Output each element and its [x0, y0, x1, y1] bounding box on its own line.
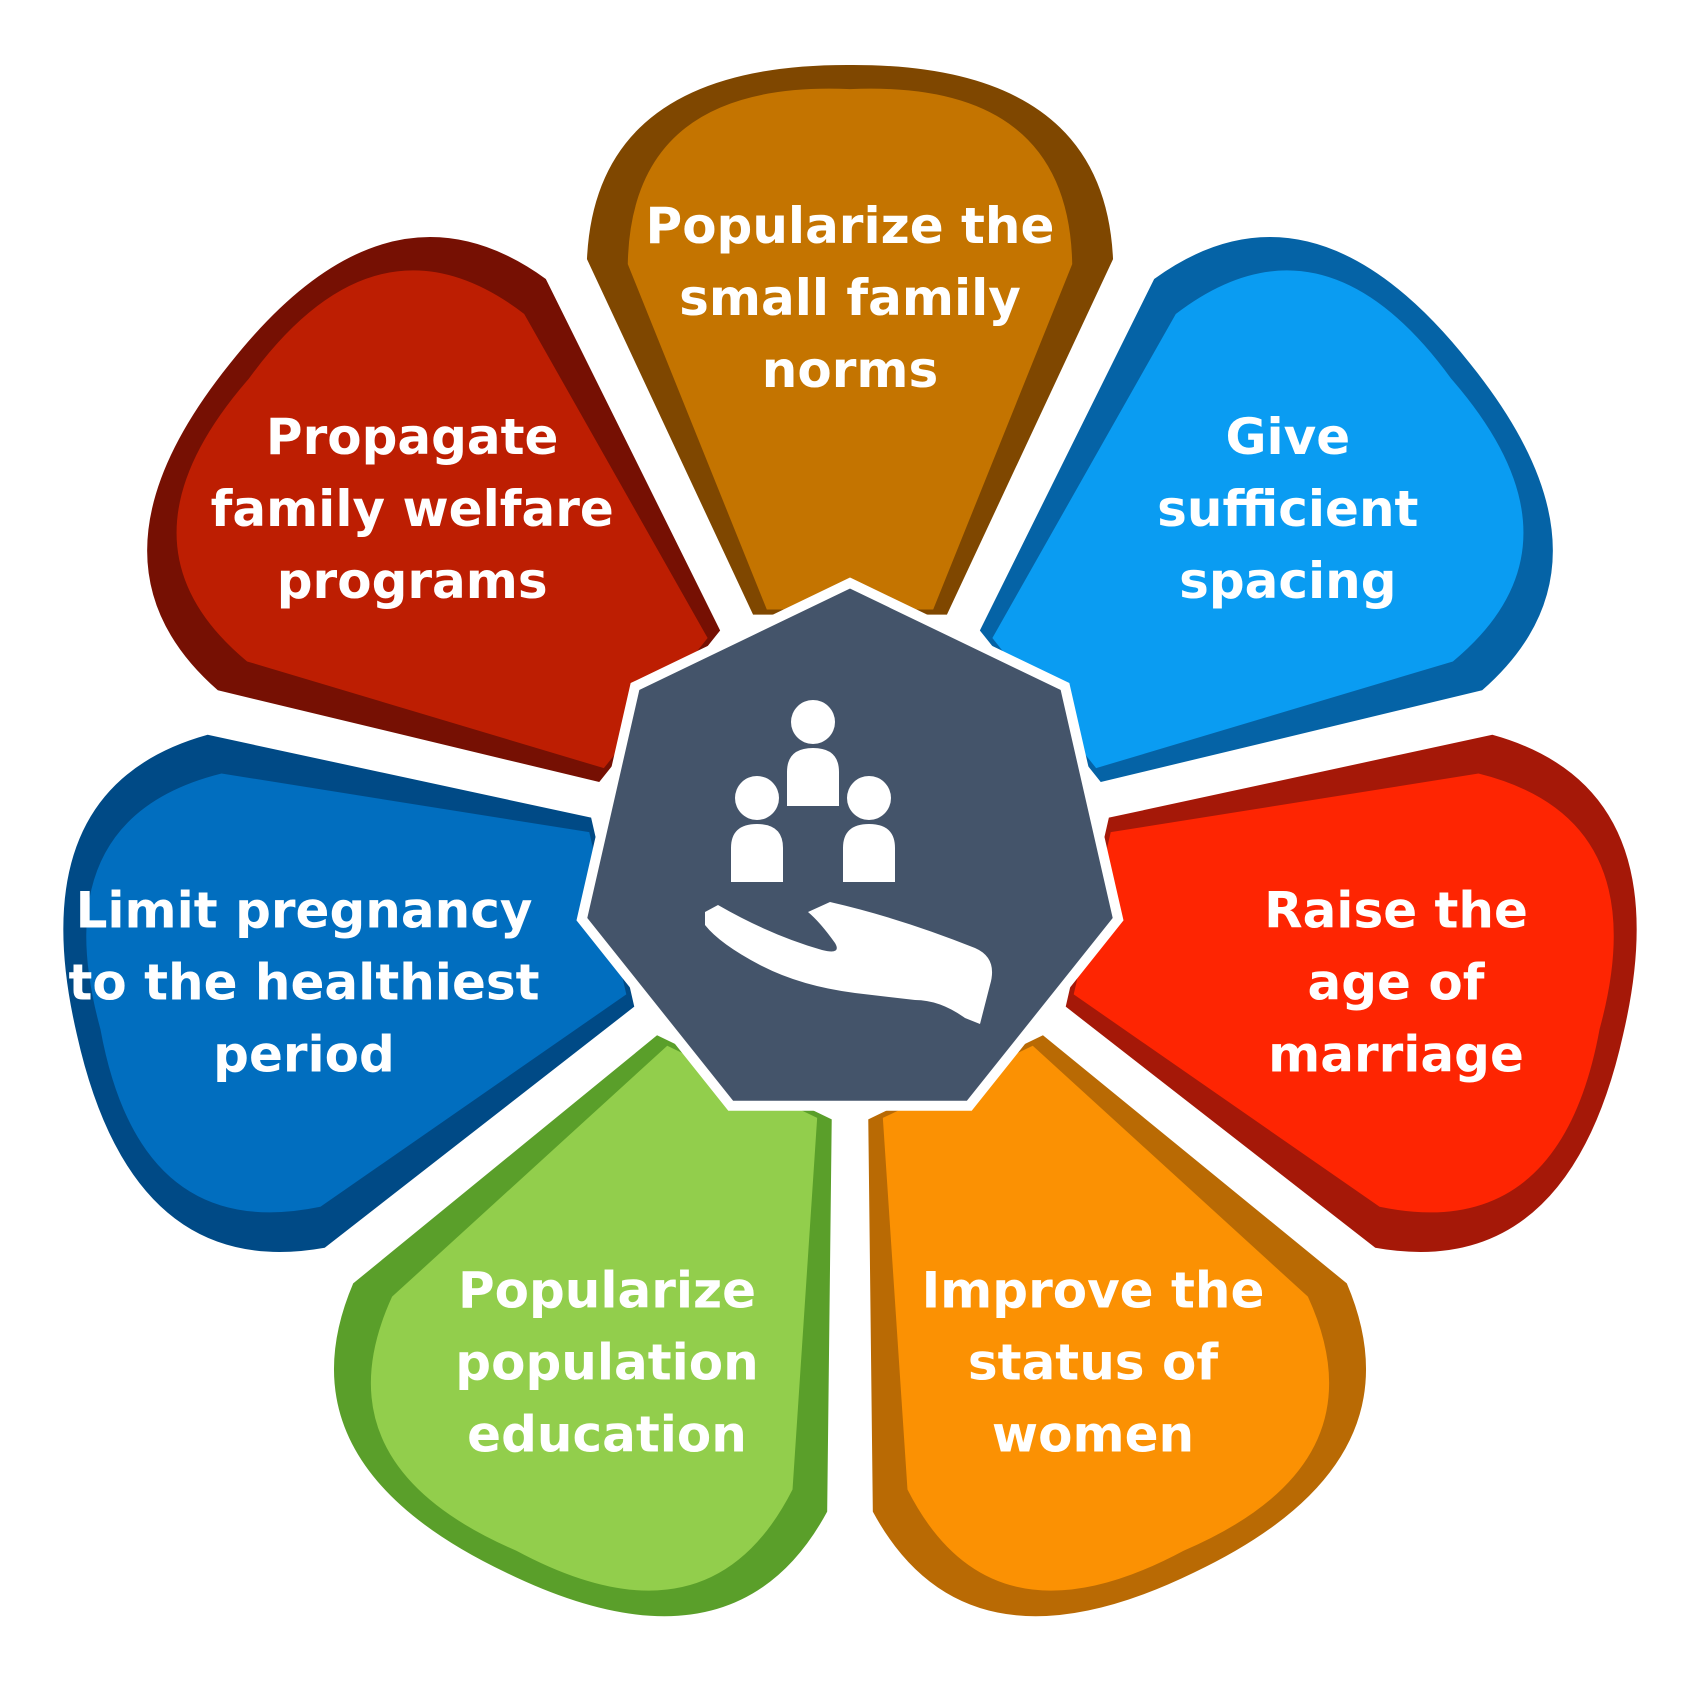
- segment-label-line: status of: [968, 1334, 1219, 1392]
- segment-popularize-small-family-norms: Popularize the small family norms: [586, 64, 1114, 615]
- segment-label-line: small family: [679, 269, 1021, 327]
- segment-propagate-family-welfare-programs: Propagate family welfare programs: [147, 237, 721, 783]
- segment-face: [176, 270, 708, 769]
- segment-face: [370, 1045, 818, 1591]
- segment-label: Propagate family welfare programs: [211, 408, 614, 610]
- segment-label-line: marriage: [1268, 1026, 1524, 1084]
- segment-label-line: age of: [1308, 954, 1486, 1012]
- segment-label-line: spacing: [1179, 552, 1396, 610]
- segment-label-line: programs: [277, 552, 548, 610]
- segment-improve-status-of-women: Improve the status of women: [868, 1035, 1367, 1617]
- segment-label-line: women: [992, 1406, 1194, 1464]
- segment-popularize-population-education: Popularize population education: [333, 1035, 832, 1617]
- segment-label: Popularize the small family norms: [646, 197, 1055, 399]
- segment-label-line: norms: [762, 341, 938, 399]
- segment-label-line: population: [455, 1334, 758, 1392]
- segment-label: Limit pregnancy to the healthiest period: [68, 882, 539, 1084]
- segment-label-line: period: [213, 1026, 395, 1084]
- segment-raise-age-of-marriage: Raise the age of marriage: [1065, 734, 1637, 1252]
- segment-label-line: Give: [1225, 408, 1350, 466]
- segment-face: [992, 270, 1524, 769]
- segment-label-line: education: [467, 1406, 747, 1464]
- segment-label-line: Limit pregnancy: [76, 882, 533, 940]
- segment-label-line: Popularize the: [646, 197, 1055, 255]
- segment-face: [86, 773, 627, 1213]
- segment-label-line: Propagate: [266, 408, 559, 466]
- segment-label-line: to the healthiest: [68, 954, 539, 1012]
- segment-give-sufficient-spacing: Give sufficient spacing: [979, 237, 1553, 783]
- segment-face: [882, 1045, 1330, 1591]
- segment-label-line: Popularize: [458, 1262, 756, 1320]
- family-in-hand-icon: [705, 700, 993, 1024]
- segment-face: [627, 88, 1073, 610]
- segment-label-line: Raise the: [1264, 882, 1528, 940]
- segment-label-line: sufficient: [1157, 480, 1418, 538]
- segment-label: Give sufficient spacing: [1157, 408, 1418, 610]
- segment-label: Improve the status of women: [922, 1262, 1265, 1464]
- segment-face: [1073, 773, 1614, 1213]
- segment-limit-pregnancy-healthiest-period: Limit pregnancy to the healthiest period: [63, 734, 635, 1252]
- segment-label-line: Improve the: [922, 1262, 1265, 1320]
- segment-label: Popularize population education: [455, 1262, 758, 1464]
- segment-label: Raise the age of marriage: [1264, 882, 1528, 1084]
- segment-label-line: family welfare: [211, 480, 614, 538]
- center-hub: [576, 577, 1124, 1111]
